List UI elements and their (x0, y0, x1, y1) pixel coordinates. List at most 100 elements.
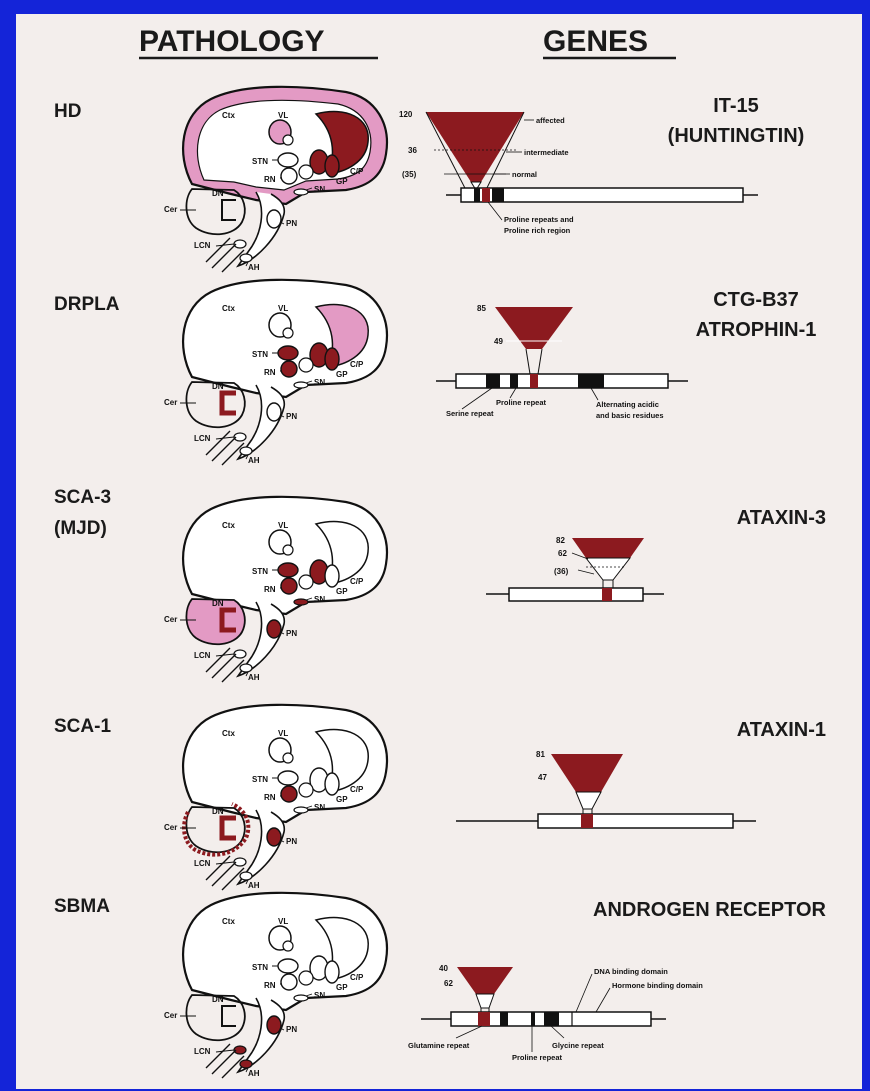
repeat-count-max: 81 (536, 750, 545, 759)
label-pn: PN (286, 629, 297, 638)
anterior-horn (240, 664, 252, 672)
label-ctx: Ctx (222, 917, 235, 926)
repeat-count-normal: (35) (402, 170, 417, 179)
note-glycine-repeat: Glycine repeat (552, 1041, 604, 1050)
genes-header: GENES (543, 25, 648, 58)
red-nucleus (281, 974, 297, 990)
note-alternating-acidic: Alternating acidic (596, 400, 659, 409)
brain-diagram-sca1: CtxVLSTNRNSNGPC/PDNCerPNLCNAH (164, 705, 387, 890)
label-gp: GP (336, 795, 348, 804)
dentate-nucleus (222, 818, 236, 838)
gene-diagram-drpla: 85 49 Proline repeat Serine repeat Alter… (436, 304, 688, 420)
label-lcn: LCN (194, 434, 211, 443)
dentate-nucleus (222, 1006, 236, 1026)
label-pn: PN (286, 837, 297, 846)
repeat-funnel-affected (495, 307, 573, 349)
gene-bar (538, 814, 733, 828)
red-nucleus (281, 786, 297, 802)
dentate-nucleus (222, 393, 236, 413)
label-pn: PN (286, 412, 297, 421)
row-label-sbma: SBMA (54, 896, 110, 917)
note-normal: normal (512, 170, 537, 179)
gene-name-ataxin3: ATAXIN-3 (737, 507, 826, 529)
label-ah: AH (248, 673, 260, 682)
anterior-horn (240, 447, 252, 455)
label-vl: VL (278, 521, 288, 530)
label-dn: DN (212, 807, 224, 816)
subthalamic-nucleus (278, 153, 298, 167)
label-lcn: LCN (194, 1047, 211, 1056)
pontine-nuclei (267, 1016, 281, 1034)
note-hormone-binding: Hormone binding domain (612, 981, 703, 990)
gene-name-ataxin1: ATAXIN-1 (737, 719, 826, 741)
label-cp: C/P (350, 785, 364, 794)
pontine-nuclei (267, 828, 281, 846)
anterior-horn (240, 872, 252, 880)
substantia-nigra (294, 995, 308, 1001)
note-proline-repeat: Proline repeat (512, 1053, 563, 1062)
label-vl: VL (278, 111, 288, 120)
repeat-count-max: 40 (439, 964, 448, 973)
label-vl: VL (278, 304, 288, 313)
row-label-drpla: DRPLA (54, 294, 120, 315)
label-dn: DN (212, 382, 224, 391)
repeat-funnel-normal (576, 792, 601, 809)
label-vl: VL (278, 729, 288, 738)
gene-diagram-sbma: 40 62 DNA binding domain Hormone binding… (408, 964, 703, 1062)
label-ctx: Ctx (222, 521, 235, 530)
label-dn: DN (212, 189, 224, 198)
label-sn: SN (314, 991, 325, 1000)
note-serine-repeat: Serine repeat (446, 409, 494, 418)
substantia-nigra (294, 807, 308, 813)
label-cp: C/P (350, 577, 364, 586)
label-rn: RN (264, 981, 276, 990)
note-proline-repeat: Proline repeat (496, 398, 547, 407)
repeat-count-threshold: 36 (408, 146, 417, 155)
gene-name-huntingtin: (HUNTINGTIN) (668, 125, 805, 147)
column-headers: PATHOLOGY GENES (139, 25, 676, 58)
red-nucleus (281, 361, 297, 377)
anterior-horn (240, 1060, 252, 1068)
repeat-count-normal: (36) (554, 567, 569, 576)
label-sn: SN (314, 378, 325, 387)
brain-diagram-sbma: CtxVLSTNRNSNGPC/PDNCerPNLCNAH (164, 893, 387, 1078)
label-stn: STN (252, 567, 268, 576)
label-cp: C/P (350, 167, 364, 176)
repeat-count-threshold: 62 (444, 979, 453, 988)
repeat-funnel-affected (426, 112, 524, 182)
substantia-nigra (294, 599, 308, 605)
pontine-nuclei (267, 210, 281, 228)
substantia-nigra (294, 382, 308, 388)
repeat-count-max: 120 (399, 110, 413, 119)
dentate-nucleus (222, 200, 236, 220)
row-label-hd: HD (54, 101, 81, 122)
label-cer: Cer (164, 615, 177, 624)
label-lcn: LCN (194, 651, 211, 660)
label-vl: VL (278, 917, 288, 926)
note-proline-rich: Proline rich region (504, 226, 571, 235)
label-ah: AH (248, 1069, 260, 1078)
label-ah: AH (248, 881, 260, 890)
note-basic-residues: and basic residues (596, 411, 664, 420)
row-label-sca3: SCA-3 (54, 487, 111, 508)
label-lcn: LCN (194, 241, 211, 250)
red-nucleus (281, 578, 297, 594)
substantia-nigra (294, 189, 308, 195)
slide: PATHOLOGY GENES HD DRPLA SCA-3 (MJD) SCA… (16, 14, 862, 1089)
label-gp: GP (336, 370, 348, 379)
subthalamic-nucleus (278, 563, 298, 577)
label-cer: Cer (164, 398, 177, 407)
label-rn: RN (264, 368, 276, 377)
red-nucleus (281, 168, 297, 184)
label-ah: AH (248, 456, 260, 465)
label-sn: SN (314, 595, 325, 604)
repeat-funnel-affected (457, 967, 513, 994)
note-glutamine-repeat: Glutamine repeat (408, 1041, 470, 1050)
label-pn: PN (286, 1025, 297, 1034)
label-stn: STN (252, 350, 268, 359)
repeat-count-max: 85 (477, 304, 486, 313)
row-label-sca1: SCA-1 (54, 716, 111, 737)
label-cer: Cer (164, 205, 177, 214)
gene-name-atrophin1: ATROPHIN-1 (696, 319, 817, 341)
